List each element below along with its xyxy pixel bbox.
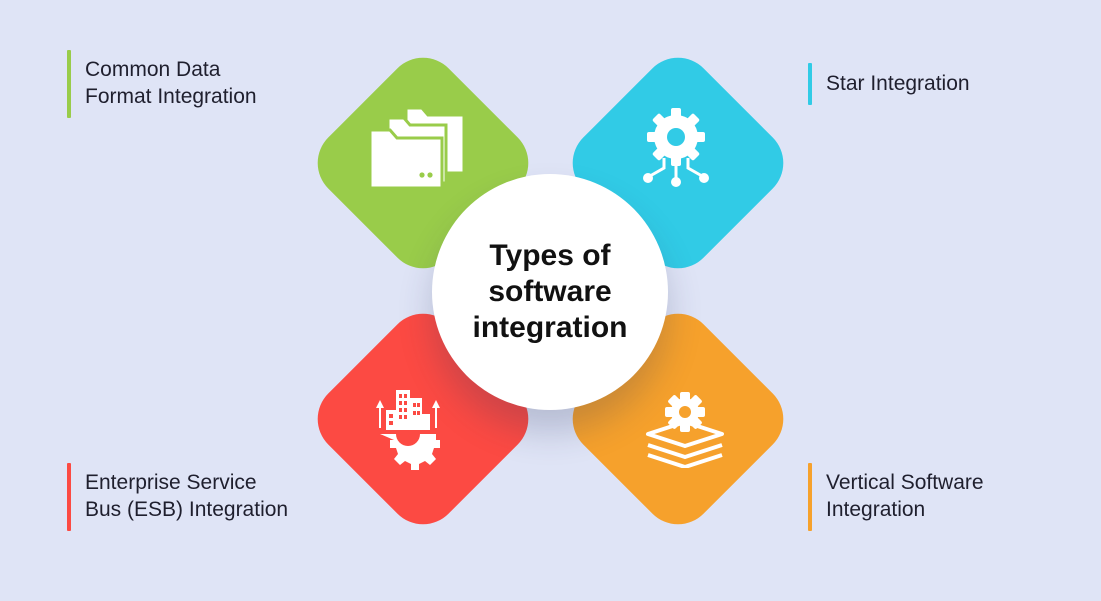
enterprise-gear-icon	[376, 390, 440, 470]
gear-layers-icon	[646, 392, 724, 468]
gear-network-icon	[643, 108, 709, 187]
label-line: Common Data	[85, 58, 221, 81]
label-common-data-format: Common Data Format Integration	[67, 50, 257, 118]
accent-bar-cyan	[808, 63, 812, 105]
label-star: Star Integration	[808, 63, 970, 105]
center-title-line: integration	[472, 311, 628, 344]
accent-bar-red	[67, 463, 71, 531]
center-title-line: Types of	[489, 239, 611, 272]
center-title: Types of software integration	[450, 238, 650, 346]
label-vertical: Vertical Software Integration	[808, 463, 984, 531]
accent-bar-orange	[808, 463, 812, 531]
label-line: Vertical Software	[826, 471, 984, 494]
accent-bar-green	[67, 50, 71, 118]
label-esb: Enterprise Service Bus (ESB) Integration	[67, 463, 288, 531]
label-line: Integration	[826, 498, 926, 521]
label-line: Format Integration	[85, 85, 257, 108]
label-line: Enterprise Service	[85, 471, 257, 494]
folders-icon	[368, 106, 466, 190]
center-circle: Types of software integration	[432, 174, 668, 410]
label-line: Star Integration	[826, 72, 970, 95]
label-line: Bus (ESB) Integration	[85, 498, 289, 521]
center-title-line: software	[488, 275, 612, 308]
